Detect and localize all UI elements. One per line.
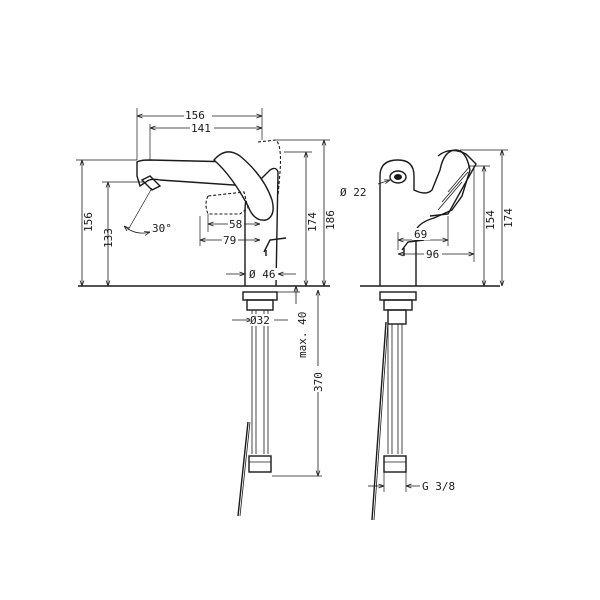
front-view: Ø 22 69 96 154 174 G 3/8 (340, 149, 515, 521)
front-lever-hatch-3 (437, 181, 463, 211)
side-popup-rod-long-2 (239, 421, 251, 517)
side-popup-rod-long (237, 421, 249, 517)
dim-46-bg (248, 268, 278, 280)
dim-58-bg (228, 218, 244, 230)
dim-height-1: 154 (484, 210, 497, 230)
dim-69-bg (412, 228, 430, 240)
dim-overall-height: 186 (324, 210, 337, 230)
front-hose-fitting (383, 455, 407, 473)
side-mount-plate (246, 299, 274, 311)
lever-alt-position-back (205, 191, 249, 215)
dim-141-bg (190, 122, 214, 134)
popup-rod (263, 237, 287, 253)
dim-lever-depth: 58 (229, 218, 242, 231)
front-lever-hatch-2 (441, 171, 469, 203)
dim-spout-angle: 30° (152, 222, 172, 235)
dim-line-22 (377, 180, 390, 185)
dim-370-bg (310, 366, 324, 392)
angle-ref-line (127, 187, 153, 231)
front-popup-rod (401, 239, 425, 251)
angle-arc (124, 226, 150, 233)
dim-width-total: 156 (185, 109, 205, 122)
front-mount-tab (387, 309, 407, 325)
front-body (379, 149, 471, 286)
front-outlet-inner (394, 174, 402, 180)
side-view: 156 141 156 133 30° 58 79 Ø 46 (76, 108, 337, 517)
front-mount-nut (379, 291, 417, 301)
dim-height-total: 156 (82, 212, 95, 232)
dim-79-bg (222, 234, 238, 246)
dim-width-spout: 141 (191, 122, 211, 135)
dim-156-top-bg (184, 109, 212, 121)
front-popup-rod-long-2 (373, 321, 389, 521)
dim-height-2: 174 (502, 208, 515, 228)
dim-base-diameter: Ø 46 (249, 268, 276, 281)
dim-depth-1: 69 (414, 228, 427, 241)
dim-96-bg (424, 248, 442, 260)
side-lever (213, 151, 274, 221)
dim-depth-2: 96 (426, 248, 439, 261)
dim-connection: G 3/8 (422, 480, 455, 493)
dim-outlet-diameter: Ø 22 (340, 186, 367, 199)
dim-lever-depth-2: 79 (223, 234, 236, 247)
dim-max-thickness: max. 40 (296, 312, 309, 358)
front-outlet (389, 170, 407, 184)
dim-hose-length: 370 (312, 372, 325, 392)
dim-body-height: 174 (306, 212, 319, 232)
front-lever-hatch-1 (447, 165, 471, 193)
side-hose-fitting (248, 455, 272, 473)
spout-outlet (140, 175, 162, 191)
side-mount-nut (242, 291, 278, 301)
dim-22-bg (340, 186, 378, 198)
front-mount-plate (383, 299, 413, 311)
front-popup-rod-long (371, 321, 387, 521)
lever-alt-position-up (257, 139, 282, 197)
front-lever (429, 149, 477, 217)
side-body (244, 167, 279, 287)
dim-spout-height: 133 (102, 228, 115, 248)
dim-32-bg (250, 314, 274, 326)
dim-thread-diameter: Ø32 (250, 314, 270, 327)
